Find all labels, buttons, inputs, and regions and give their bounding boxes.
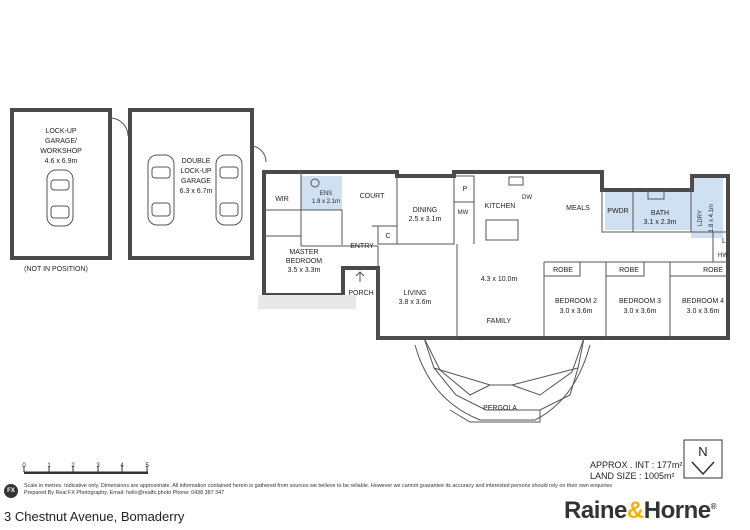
brand-part-1: Raine [564, 497, 627, 524]
ens-size: 1.9 x 2.1m [312, 199, 340, 205]
scale-tick-2: 2 [71, 463, 75, 469]
robe-2-label: ROBE [553, 267, 573, 274]
laundry-wet-area [691, 178, 723, 238]
master-size: 3.5 x 3.3m [288, 267, 321, 274]
car-icon [46, 169, 74, 227]
dining-label: DINING [413, 207, 438, 214]
scale-tick-5: 5 [145, 463, 149, 469]
workshop-size: 4.6 x 6.9m [45, 158, 78, 165]
scale-tick-1: 1 [47, 463, 51, 469]
car-icon [147, 154, 175, 226]
scale-bar [23, 466, 148, 474]
bedroom-4-size: 3.0 x 3.6m [687, 308, 720, 315]
bedroom-4-label: BEDROOM 4 [682, 298, 724, 305]
bedroom-2-size: 3.0 x 3.6m [560, 308, 593, 315]
land-size: LAND SIZE : 1005m² [590, 471, 675, 481]
double-garage-label-3: GARAGE [181, 178, 211, 185]
family-size: 4.3 x 10.0m [481, 276, 518, 283]
bath-label: BATH [651, 210, 669, 217]
bedroom-2-label: BEDROOM 2 [555, 298, 597, 305]
pantry-label: P [463, 186, 468, 193]
laundry-label: LDRY [698, 210, 704, 226]
wir-label: WIR [275, 196, 289, 203]
scale-tick-4: 4 [120, 463, 124, 469]
workshop-label-2: GARAGE/ [45, 138, 77, 145]
raine-horne-logo: Raine&Horne® [564, 497, 716, 525]
ensuite-wet-area [301, 176, 342, 210]
master-label-2: BEDROOM [286, 258, 322, 265]
dishwasher-label: DW [522, 195, 532, 201]
master-label-1: MASTER [289, 249, 318, 256]
double-garage-size: 6.3 x 6.7m [180, 188, 213, 195]
car-icon [215, 154, 243, 226]
house-walls [258, 170, 730, 340]
brand-part-2: Horne [643, 497, 711, 524]
living-size: 3.8 x 3.6m [399, 299, 432, 306]
double-garage [128, 108, 267, 260]
disclaimer-line-1: Scale in metres. Indicative only. Dimens… [24, 483, 613, 489]
workshop-garage [10, 108, 129, 260]
north-compass-icon [683, 439, 723, 479]
brand-trademark: ® [710, 502, 717, 511]
family-label: FAMILY [487, 318, 512, 325]
kitchen-island [485, 219, 519, 241]
microwave-label: MW [458, 210, 469, 216]
double-garage-label-1: DOUBLE [182, 158, 211, 165]
powder-wet-area [605, 190, 633, 230]
meals-label: MEALS [566, 205, 590, 212]
disclaimer: Scale in metres. Indicative only. Dimens… [24, 483, 744, 497]
hot-water-label: HW [718, 253, 728, 259]
laundry-size: 1.8 x 4.1m [709, 204, 715, 232]
dining-size: 2.5 x 3.1m [409, 216, 442, 223]
bedroom-3-label: BEDROOM 3 [619, 298, 661, 305]
entry-label: ENTRY [350, 243, 374, 250]
living-label: LIVING [404, 290, 427, 297]
area-summary: APPROX . INT : 177m² LAND SIZE : 1005m² [590, 460, 682, 482]
robe-4-label: ROBE [703, 267, 723, 274]
court-label: COURT [360, 193, 385, 200]
kitchen-label: KITCHEN [485, 203, 516, 210]
porch-label: PORCH [348, 290, 373, 297]
bath-size: 3.1 x 2.3m [644, 219, 677, 226]
linen-label: L [722, 238, 726, 245]
scale-tick-3: 3 [96, 463, 100, 469]
bedroom-3-size: 3.0 x 3.6m [624, 308, 657, 315]
entry-arrow-icon [355, 271, 365, 282]
workshop-label-1: LOCK-UP [45, 128, 76, 135]
scale-tick-0: 0 [22, 463, 26, 469]
robe-3-label: ROBE [619, 267, 639, 274]
pergola-outline [423, 337, 585, 423]
compass-letter: N [698, 444, 707, 459]
internal-area: APPROX . INT : 177m² [590, 460, 683, 470]
double-garage-label-2: LOCK-UP [180, 168, 211, 175]
pergola-label: PERGOLA [483, 405, 517, 412]
powder-label: PWDR [607, 208, 628, 215]
workshop-label-3: WORKSHOP [40, 148, 82, 155]
brand-ampersand: & [626, 497, 644, 524]
bath-wet-area [633, 190, 691, 230]
real-fx-logo: FX [4, 484, 18, 498]
ens-label: ENS [320, 191, 332, 197]
disclaimer-line-2: Prepared By Real FX Photography. Email: … [24, 490, 225, 496]
property-address: 3 Chestnut Avenue, Bomaderry [4, 509, 185, 524]
cupboard-label: C [385, 233, 390, 240]
workshop-note: (NOT IN POSITION) [24, 266, 88, 273]
